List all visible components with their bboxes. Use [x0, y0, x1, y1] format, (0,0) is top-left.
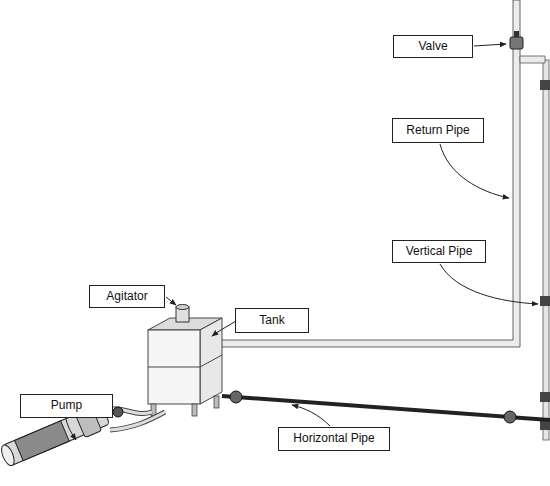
callout-box: Agitator — [89, 285, 165, 308]
callout-label: Tank — [259, 314, 284, 327]
callout-box: Vertical Pipe — [392, 240, 486, 263]
valve-symbol — [510, 31, 523, 49]
callout-box: Horizontal Pipe — [278, 427, 390, 451]
callout-label: Vertical Pipe — [406, 245, 473, 258]
callout-label: Return Pipe — [406, 124, 469, 137]
leader-lines — [66, 44, 538, 440]
callout-box: Tank — [235, 308, 309, 333]
callout-label: Horizontal Pipe — [293, 432, 374, 445]
callout-label: Pump — [51, 399, 82, 412]
vertical-pipe — [540, 60, 550, 440]
callout-box: Pump — [20, 394, 113, 418]
leader-line — [166, 297, 176, 305]
leader-line — [212, 321, 236, 336]
leader-line — [474, 44, 506, 46]
callout-box: Return Pipe — [392, 118, 484, 143]
callout-box: Valve — [393, 35, 473, 58]
leader-line — [440, 144, 509, 198]
leader-line — [440, 264, 538, 304]
leader-line — [66, 419, 76, 440]
callout-label: Valve — [418, 40, 447, 53]
agitator — [176, 305, 189, 323]
callout-label: Agitator — [106, 290, 147, 303]
leader-line — [292, 405, 330, 426]
return-pipe — [197, 0, 545, 347]
tank — [148, 318, 222, 416]
horizontal-pipe — [222, 391, 550, 423]
